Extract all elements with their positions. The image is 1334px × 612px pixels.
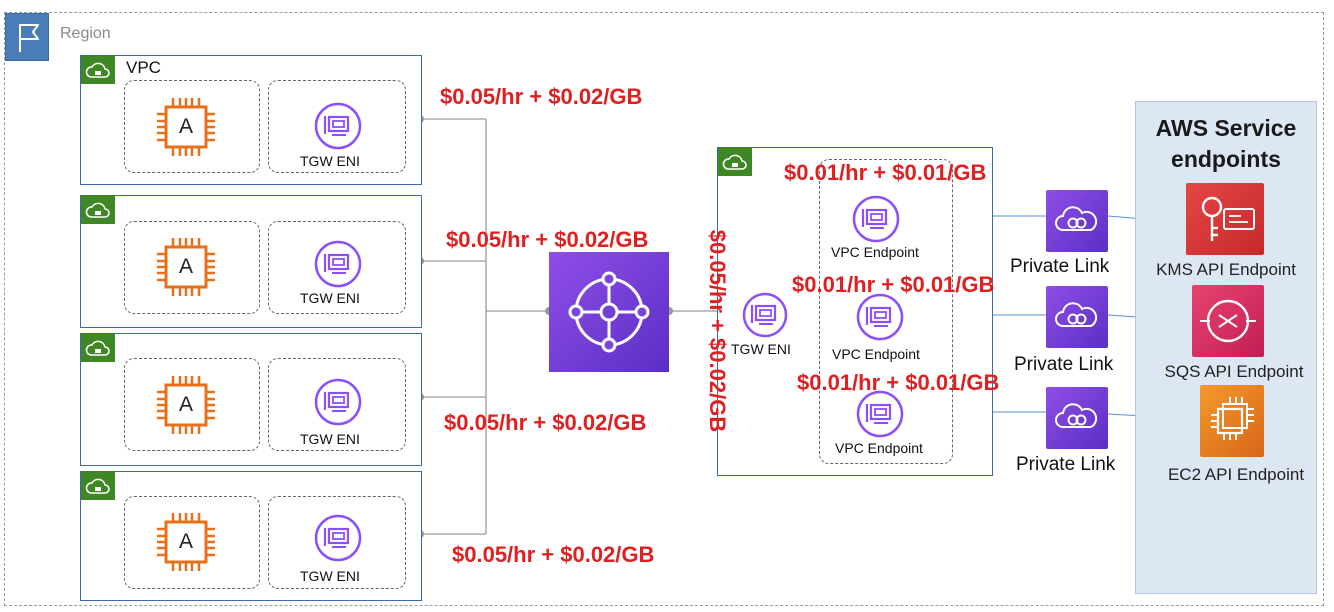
- ec2-instance-3[interactable]: A: [155, 374, 217, 436]
- tgw-price-label: $0.05/hr + $0.02/GB: [446, 227, 649, 252]
- private-link-1[interactable]: [1046, 190, 1108, 252]
- service-label: SQS API Endpoint: [1164, 362, 1304, 381]
- cloud-lock-icon: [85, 202, 110, 218]
- title-line-2: endpoints: [1171, 146, 1281, 172]
- ec2-instance-4[interactable]: A: [155, 511, 217, 573]
- tgw-eni-3[interactable]: [314, 378, 362, 426]
- vpc-endpoint-3[interactable]: [856, 390, 904, 438]
- private-link-label: Private Link: [1010, 256, 1110, 277]
- tgw-eni-4[interactable]: [314, 514, 362, 562]
- shared-vpc-badge: [718, 148, 752, 176]
- vpc-1-badge: [81, 56, 115, 84]
- network-interface-icon: [314, 102, 362, 150]
- title-line-1: AWS Service: [1155, 115, 1297, 141]
- transit-gateway[interactable]: [549, 252, 669, 372]
- private-link-icon: [1055, 403, 1098, 428]
- tgw-price-label: $0.05/hr + $0.02/GB: [440, 84, 643, 109]
- cloud-lock-icon: [85, 62, 110, 78]
- instance-group-2: [124, 221, 260, 314]
- network-interface-icon: [314, 378, 362, 426]
- ec2-chip-icon: [157, 98, 215, 156]
- network-interface-icon: [314, 240, 362, 288]
- ec2-chip-icon: [157, 513, 215, 571]
- vpc-endpoint-1[interactable]: [852, 195, 900, 243]
- instance-group-1: [124, 80, 260, 173]
- cloud-lock-icon: [85, 340, 110, 356]
- private-link-label: Private Link: [1016, 454, 1116, 475]
- ec2-instance-2[interactable]: A: [155, 236, 217, 298]
- ec2-chip-icon: [157, 238, 215, 296]
- service-label: EC2 API Endpoint: [1167, 465, 1305, 484]
- vpc-4-badge: [81, 472, 115, 500]
- instance-letter: A: [178, 393, 193, 416]
- flag-icon: [19, 24, 39, 52]
- private-link-3[interactable]: [1046, 387, 1108, 449]
- network-interface-icon: [314, 514, 362, 562]
- region-flag-badge: [5, 13, 49, 61]
- instance-letter: A: [178, 530, 193, 553]
- eni-label: TGW ENI: [300, 431, 360, 447]
- eni-label: TGW ENI: [300, 290, 360, 306]
- vpc-endpoint-2[interactable]: [856, 293, 904, 341]
- cloud-lock-icon: [722, 154, 747, 170]
- ec2-icon: [1211, 397, 1254, 440]
- endpoint-price-label: $0.01/hr + $0.01/GB: [797, 370, 1000, 395]
- vpc-endpoint-label: VPC Endpoint: [832, 346, 920, 362]
- eni-group-2: [268, 221, 406, 314]
- endpoint-price-label: $0.01/hr + $0.01/GB: [784, 160, 987, 185]
- vpc-2-badge: [81, 196, 115, 224]
- instance-group-3: [124, 358, 260, 451]
- cloud-lock-icon: [85, 478, 110, 494]
- sqs-service[interactable]: [1192, 285, 1264, 357]
- private-link-icon: [1055, 206, 1098, 231]
- ec2-chip-icon: [157, 376, 215, 434]
- network-interface-icon: [742, 292, 788, 338]
- eni-label: TGW ENI: [300, 153, 360, 169]
- service-label: KMS API Endpoint: [1156, 260, 1296, 279]
- instance-group-4: [124, 496, 260, 589]
- tgw-price-label: $0.05/hr + $0.02/GB: [452, 542, 655, 567]
- eni-label: TGW ENI: [300, 568, 360, 584]
- vpc-endpoint-label: VPC Endpoint: [831, 244, 919, 260]
- tgw-vertical-price-label: $0.05/hr + $0.02/GB: [705, 229, 730, 433]
- endpoint-group: [819, 159, 953, 464]
- network-interface-icon: [852, 195, 900, 243]
- sqs-icon: [1200, 299, 1256, 343]
- network-interface-icon: [856, 390, 904, 438]
- ec2-service[interactable]: [1200, 385, 1264, 457]
- eni-group-1: [268, 80, 406, 173]
- shared-eni-label: TGW ENI: [731, 341, 791, 357]
- instance-letter: A: [178, 115, 193, 138]
- endpoint-price-label: $0.01/hr + $0.01/GB: [792, 272, 995, 297]
- aws-service-endpoints-title: AWS Service endpoints: [1135, 113, 1317, 175]
- private-link-icon: [1055, 302, 1098, 327]
- eni-group-4: [268, 496, 406, 589]
- vpc-3-badge: [81, 334, 115, 362]
- region-boundary: [4, 12, 1324, 606]
- network-interface-icon: [856, 293, 904, 341]
- region-label: Region: [60, 25, 111, 42]
- instance-letter: A: [178, 255, 193, 278]
- tgw-eni-2[interactable]: [314, 240, 362, 288]
- vpc-title: VPC: [126, 58, 161, 77]
- eni-group-3: [268, 358, 406, 451]
- shared-tgw-eni[interactable]: [742, 292, 788, 338]
- transit-gateway-icon: [568, 271, 650, 353]
- vpc-endpoint-label: VPC Endpoint: [835, 440, 923, 456]
- kms-service[interactable]: [1186, 183, 1264, 255]
- private-link-label: Private Link: [1014, 354, 1114, 375]
- ec2-instance-1[interactable]: A: [155, 96, 217, 158]
- kms-key-icon: [1201, 196, 1255, 241]
- tgw-eni-1[interactable]: [314, 102, 362, 150]
- tgw-price-label: $0.05/hr + $0.02/GB: [444, 410, 647, 435]
- private-link-2[interactable]: [1046, 286, 1108, 348]
